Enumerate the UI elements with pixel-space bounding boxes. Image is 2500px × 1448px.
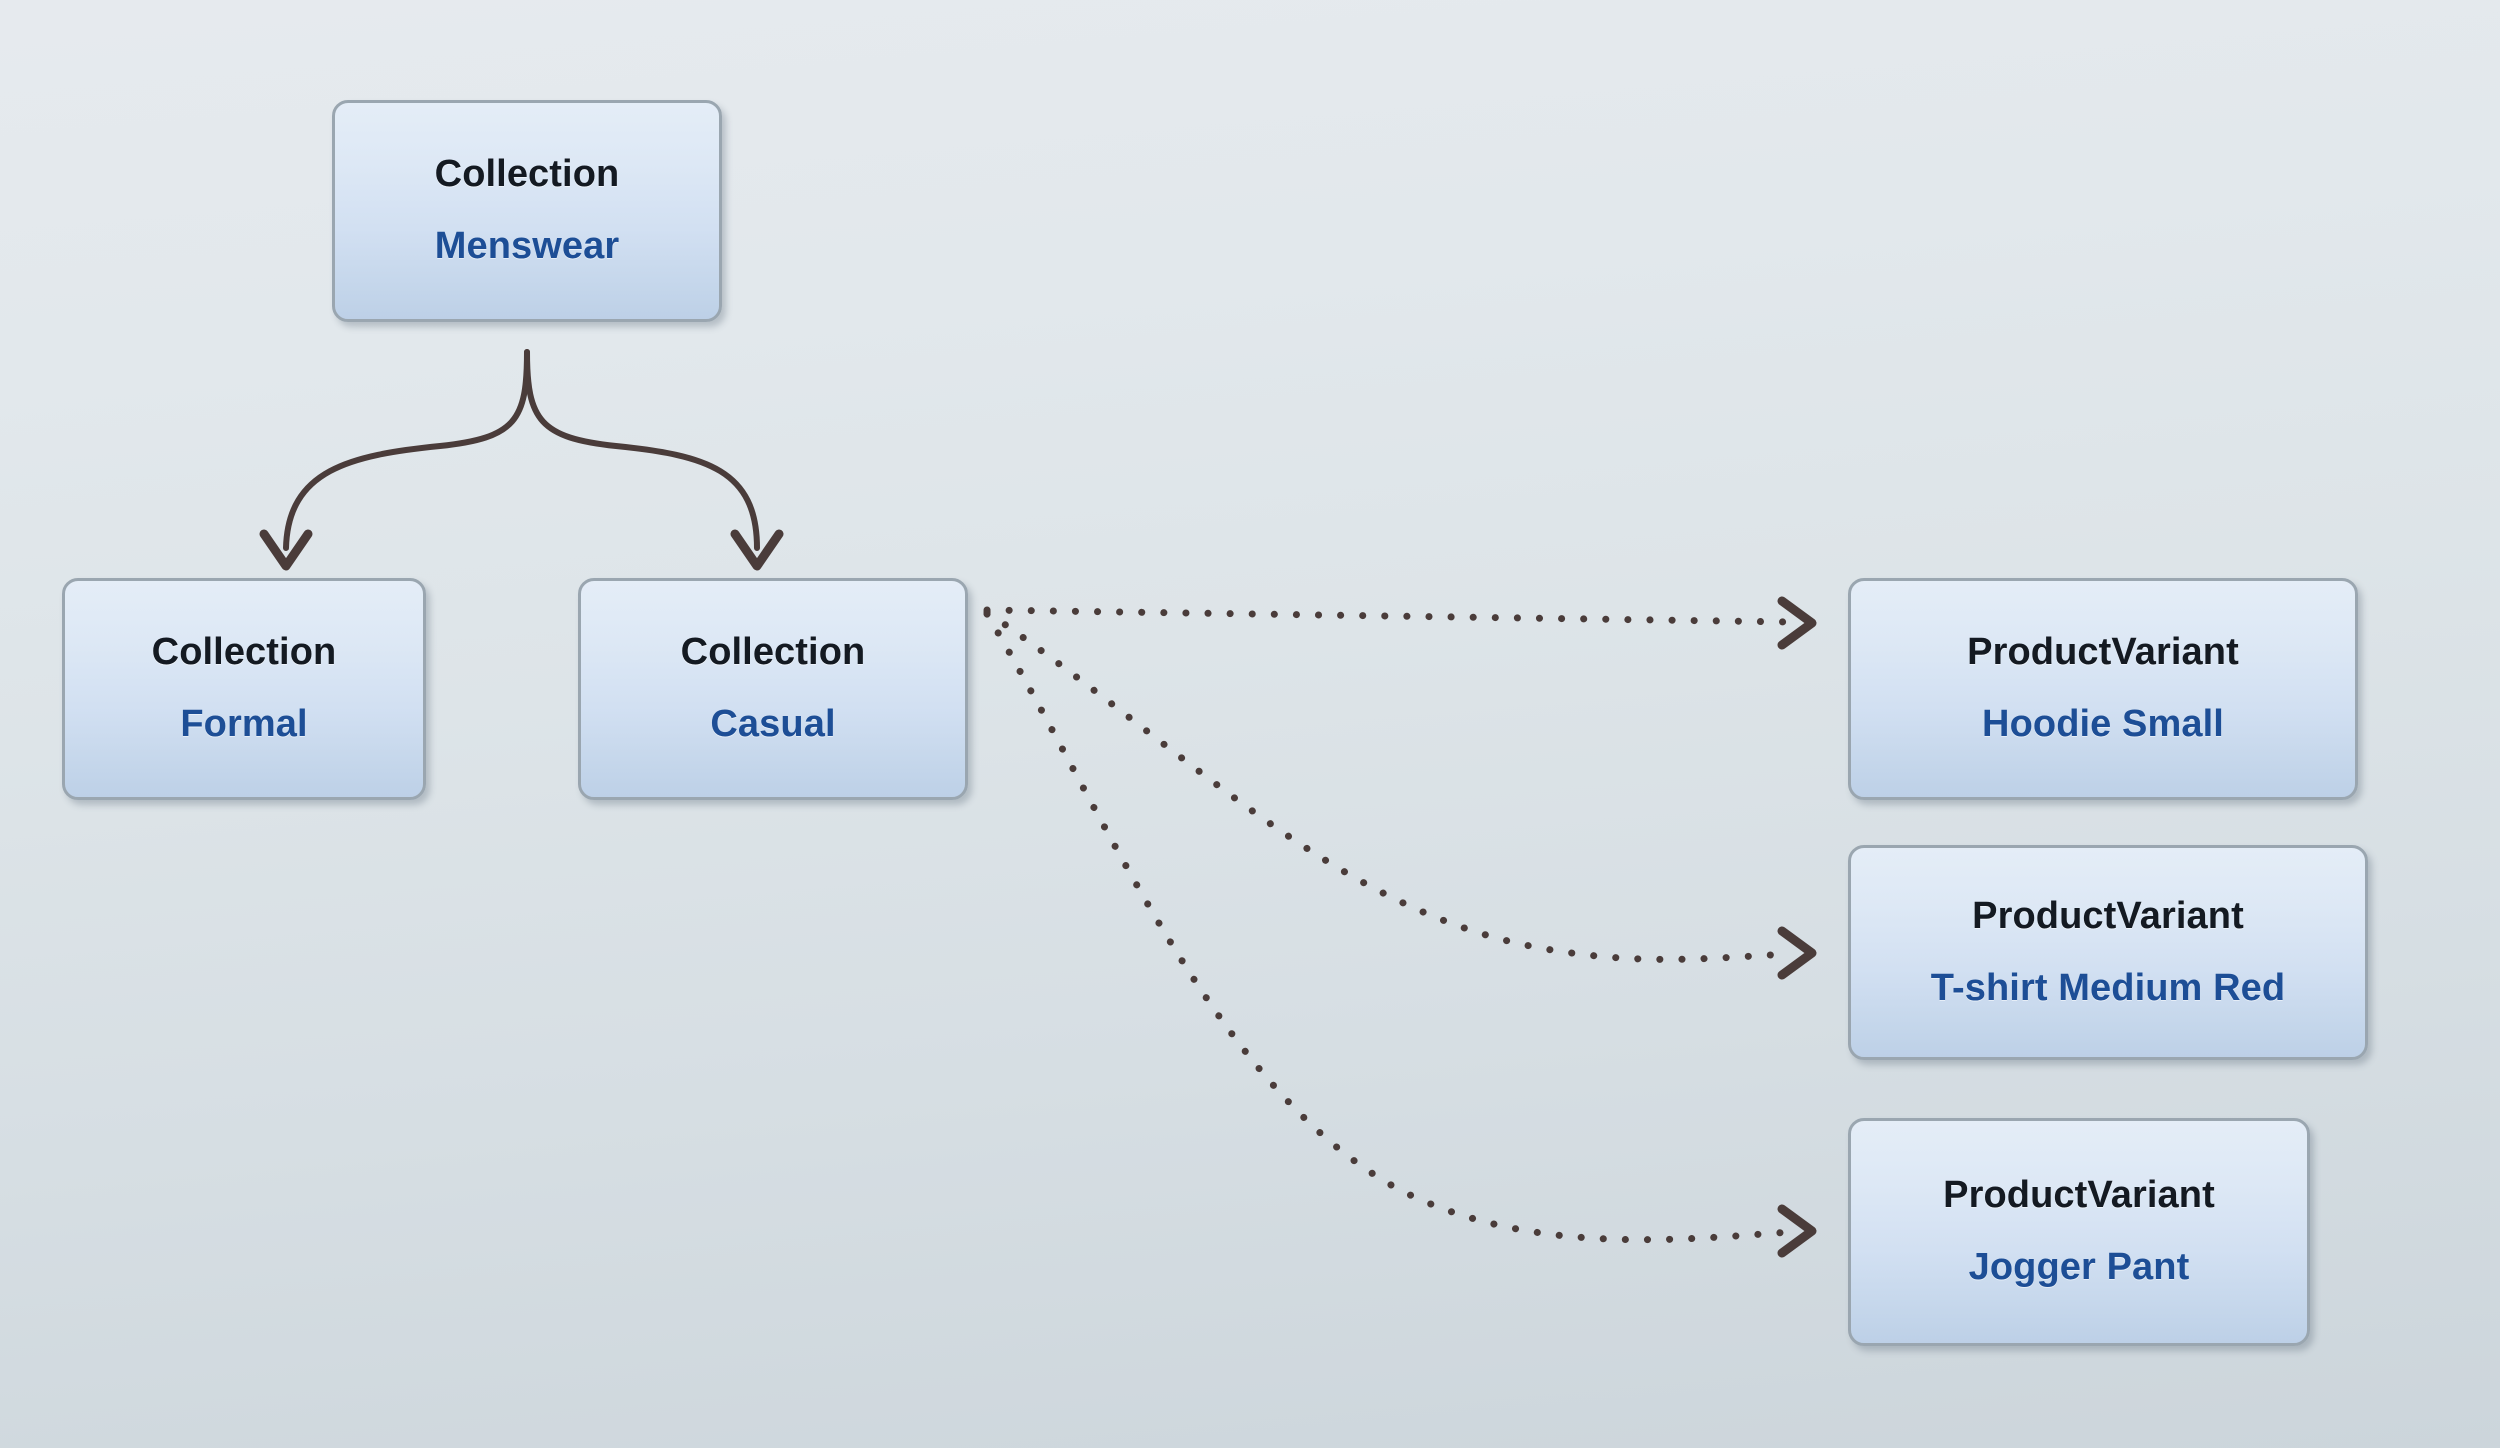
edge-casual-to-tshirt-medium-red xyxy=(983,608,1817,980)
arrowhead-icon xyxy=(1777,1204,1817,1258)
edge-menswear-to-formal xyxy=(259,349,530,571)
arrowhead-icon xyxy=(259,529,313,571)
node-name-label: Hoodie Small xyxy=(1982,703,2224,745)
arrowhead-icon xyxy=(1777,596,1817,650)
edge-casual-to-jogger-pant xyxy=(983,610,1817,1258)
node-name-label: T-shirt Medium Red xyxy=(1930,966,2286,1009)
node-name-label: Jogger Pant xyxy=(1968,1246,2190,1288)
node-name-label: Menswear xyxy=(434,225,620,267)
node-type-label: ProductVariant xyxy=(1972,894,2244,937)
node-name-label: Casual xyxy=(710,703,836,745)
node-type-label: Collection xyxy=(680,631,866,674)
node-type-label: Collection xyxy=(434,153,620,196)
node-type-label: ProductVariant xyxy=(1967,631,2239,674)
node-name-label: Formal xyxy=(180,703,308,745)
arrowhead-icon xyxy=(730,529,784,571)
edge-menswear-to-casual xyxy=(524,349,784,571)
node-type-label: ProductVariant xyxy=(1943,1174,2215,1217)
edge-casual-to-hoodie-small xyxy=(983,596,1817,650)
arrowhead-icon xyxy=(1777,926,1817,980)
node-type-label: Collection xyxy=(151,631,337,674)
